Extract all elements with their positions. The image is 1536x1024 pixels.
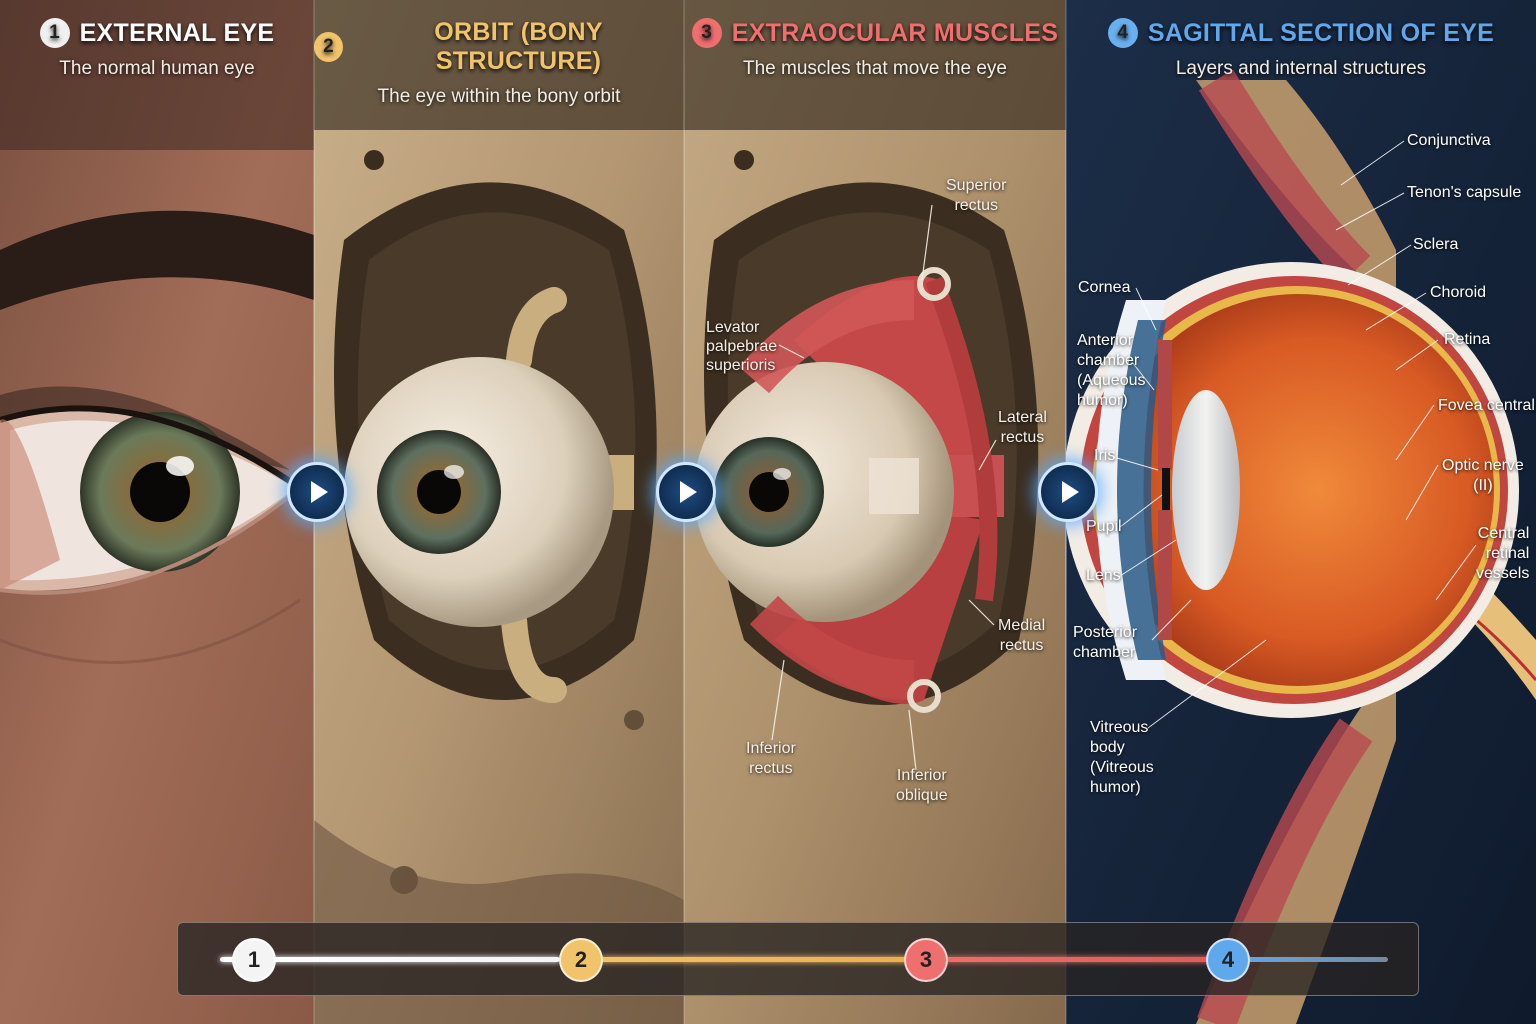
panel-2-title: 2 ORBIT (BONY STRUCTURE) [314, 18, 684, 76]
label-lateral-rectus: Lateral rectus [998, 408, 1047, 448]
progress-timeline: 1 2 3 4 [177, 922, 1419, 996]
timeline-segment-1 [220, 957, 560, 962]
label-levator-line1: Levator [706, 319, 760, 336]
label-pupil: Pupil [1086, 518, 1122, 535]
label-medial-rectus: Medial rectus [998, 616, 1045, 656]
label-inferior-rectus-line2: rectus [749, 760, 793, 777]
label-sclera: Sclera [1413, 236, 1459, 253]
timeline-step-2[interactable]: 2 [559, 938, 603, 982]
panel-extraocular-muscles: 3 EXTRAOCULAR MUSCLES The muscles that m… [684, 0, 1066, 1024]
panel-3-title: 3 EXTRAOCULAR MUSCLES [691, 18, 1059, 48]
label-levator-line2: palpebrae [706, 338, 778, 355]
label-vitreous-body: Vitreous body (Vitreous humor) [1090, 718, 1154, 798]
label-central-vessels-line3: vessels [1476, 565, 1530, 582]
label-vitreous-line1: Vitreous [1090, 719, 1149, 736]
panel-4-badge: 4 [1107, 18, 1138, 48]
panel-4-title-text: SAGITTAL SECTION OF EYE [1147, 18, 1495, 47]
orbit-illustration [314, 0, 684, 1024]
panel-orbit: 2 ORBIT (BONY STRUCTURE) The eye within … [314, 0, 684, 1024]
label-superior-rectus: Superior rectus [946, 176, 1006, 216]
label-anterior-chamber-line2: chamber [1077, 352, 1140, 369]
label-vitreous-line3: (Vitreous [1090, 759, 1154, 776]
label-anterior-chamber-line3: (Aqueous [1077, 372, 1146, 389]
panel-3-badge: 3 [691, 18, 722, 48]
label-superior-rectus-line2: rectus [954, 197, 999, 214]
label-optic-nerve-line1: Optic nerve [1442, 457, 1524, 474]
panel-1-title: 1 EXTERNAL EYE [39, 18, 275, 48]
timeline-step-4[interactable]: 4 [1206, 938, 1250, 982]
label-tenons-capsule: Tenon's capsule [1407, 184, 1522, 201]
label-lateral-rectus-line2: rectus [1000, 429, 1045, 446]
sagittal-section-illustration [1066, 0, 1536, 1024]
panel-3-title-text: EXTRAOCULAR MUSCLES [731, 18, 1059, 47]
panel-sagittal-section: 4 SAGITTAL SECTION OF EYE Layers and int… [1066, 0, 1536, 1024]
label-inferior-rectus-line1: Inferior [746, 740, 796, 757]
label-lateral-rectus-line1: Lateral [998, 409, 1047, 426]
label-anterior-chamber-line1: Anterior [1077, 332, 1134, 349]
label-cornea: Cornea [1078, 279, 1131, 296]
label-fovea-centralis: Fovea centralis [1438, 397, 1536, 414]
panel-1-title-text: EXTERNAL EYE [79, 18, 275, 47]
muscles-illustration [684, 0, 1066, 1024]
label-medial-rectus-line2: rectus [999, 637, 1044, 654]
label-vitreous-line4: humor) [1090, 779, 1141, 796]
panel-2-badge: 2 [314, 32, 344, 62]
timeline-segment-2 [578, 957, 908, 962]
label-central-retinal-vessels: Central retinal vessels [1476, 524, 1529, 584]
panel-external-eye: 1 EXTERNAL EYE The normal human eye [0, 0, 314, 1024]
timeline-step-1[interactable]: 1 [232, 938, 276, 982]
panel-3-subtitle: The muscles that move the eye [742, 58, 1007, 79]
label-posterior-chamber-line1: Posterior [1073, 624, 1138, 641]
label-anterior-chamber: Anterior chamber (Aqueous humor) [1077, 331, 1146, 411]
label-inferior-oblique-line2: oblique [896, 787, 948, 804]
next-panel-button-1[interactable] [287, 462, 347, 522]
label-superior-rectus-line1: Superior [946, 177, 1007, 194]
label-vitreous-line2: body [1090, 739, 1125, 756]
label-choroid: Choroid [1430, 284, 1487, 301]
panel-1-badge: 1 [39, 18, 70, 48]
label-inferior-oblique-line1: Inferior [896, 767, 947, 784]
label-posterior-chamber-line2: chamber [1073, 644, 1136, 661]
label-levator-line3: superioris [706, 357, 776, 374]
timeline-segment-4 [1238, 957, 1388, 962]
label-medial-rectus-line1: Medial [998, 617, 1046, 634]
panel-2-subtitle: The eye within the bony orbit [377, 86, 621, 107]
label-central-vessels-line2: retinal [1485, 545, 1530, 562]
label-lens: Lens [1086, 567, 1121, 584]
label-retina: Retina [1444, 331, 1491, 348]
label-optic-nerve: Optic nerve (II) [1442, 456, 1524, 496]
next-panel-button-2[interactable] [656, 462, 716, 522]
timeline-segment-3 [928, 957, 1218, 962]
label-iris: Iris [1094, 447, 1116, 464]
label-conjunctiva: Conjunctiva [1407, 132, 1491, 149]
label-inferior-oblique: Inferior oblique [896, 766, 948, 806]
panel-1-subtitle: The normal human eye [59, 58, 255, 79]
next-panel-button-3[interactable] [1038, 462, 1098, 522]
label-optic-nerve-line2: (II) [1473, 477, 1493, 494]
label-central-vessels-line1: Central [1477, 525, 1530, 542]
panel-2-title-text: ORBIT (BONY STRUCTURE) [434, 18, 603, 75]
label-posterior-chamber: Posterior chamber [1073, 623, 1137, 663]
label-inferior-rectus: Inferior rectus [746, 739, 796, 779]
label-levator: Levator palpebrae superioris [706, 318, 777, 375]
timeline-step-3[interactable]: 3 [904, 938, 948, 982]
panel-4-title: 4 SAGITTAL SECTION OF EYE [1107, 18, 1495, 48]
external-eye-illustration [0, 0, 314, 1024]
panel-4-subtitle: Layers and internal structures [1175, 58, 1427, 79]
label-anterior-chamber-line4: humor) [1077, 392, 1128, 409]
